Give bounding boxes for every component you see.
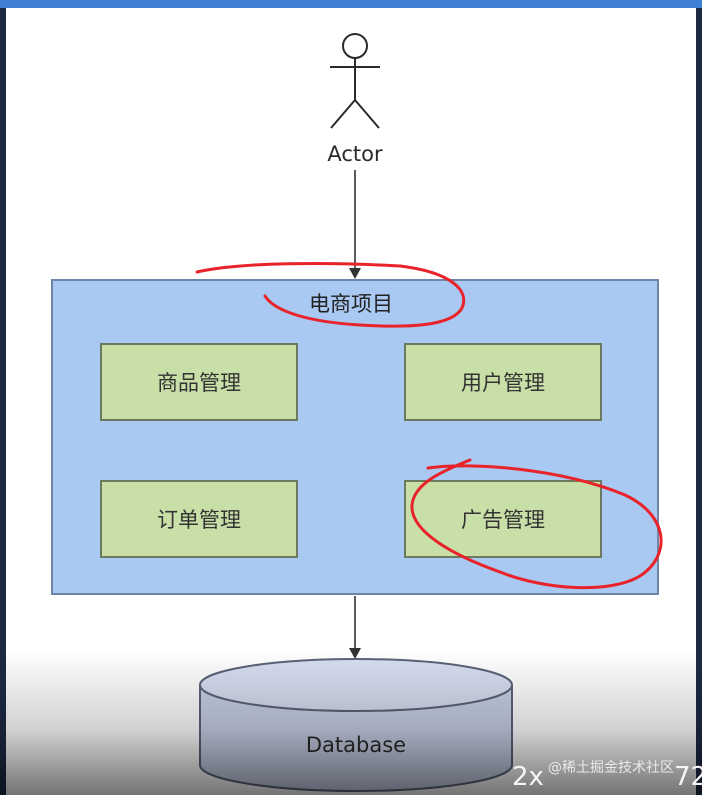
module-ad-management: 广告管理 (404, 480, 602, 558)
actor-label: Actor (327, 142, 383, 166)
annotation-circle-title (195, 262, 466, 328)
module-product-management: 商品管理 (100, 343, 298, 421)
system-title: 电商项目 (309, 292, 393, 316)
actor-arrowhead-icon (349, 268, 361, 279)
module-user-management: 用户管理 (404, 343, 602, 421)
actor-figure-icon (330, 33, 380, 129)
counter-label: 72 (674, 762, 702, 792)
watermark-text: @稀土掘金技术社区 (548, 760, 674, 776)
top-accent-bar (0, 0, 702, 8)
playback-speed-label[interactable]: 2x (512, 762, 544, 792)
annotation-circle-ad-module (410, 458, 663, 590)
module-order-management: 订单管理 (100, 480, 298, 558)
